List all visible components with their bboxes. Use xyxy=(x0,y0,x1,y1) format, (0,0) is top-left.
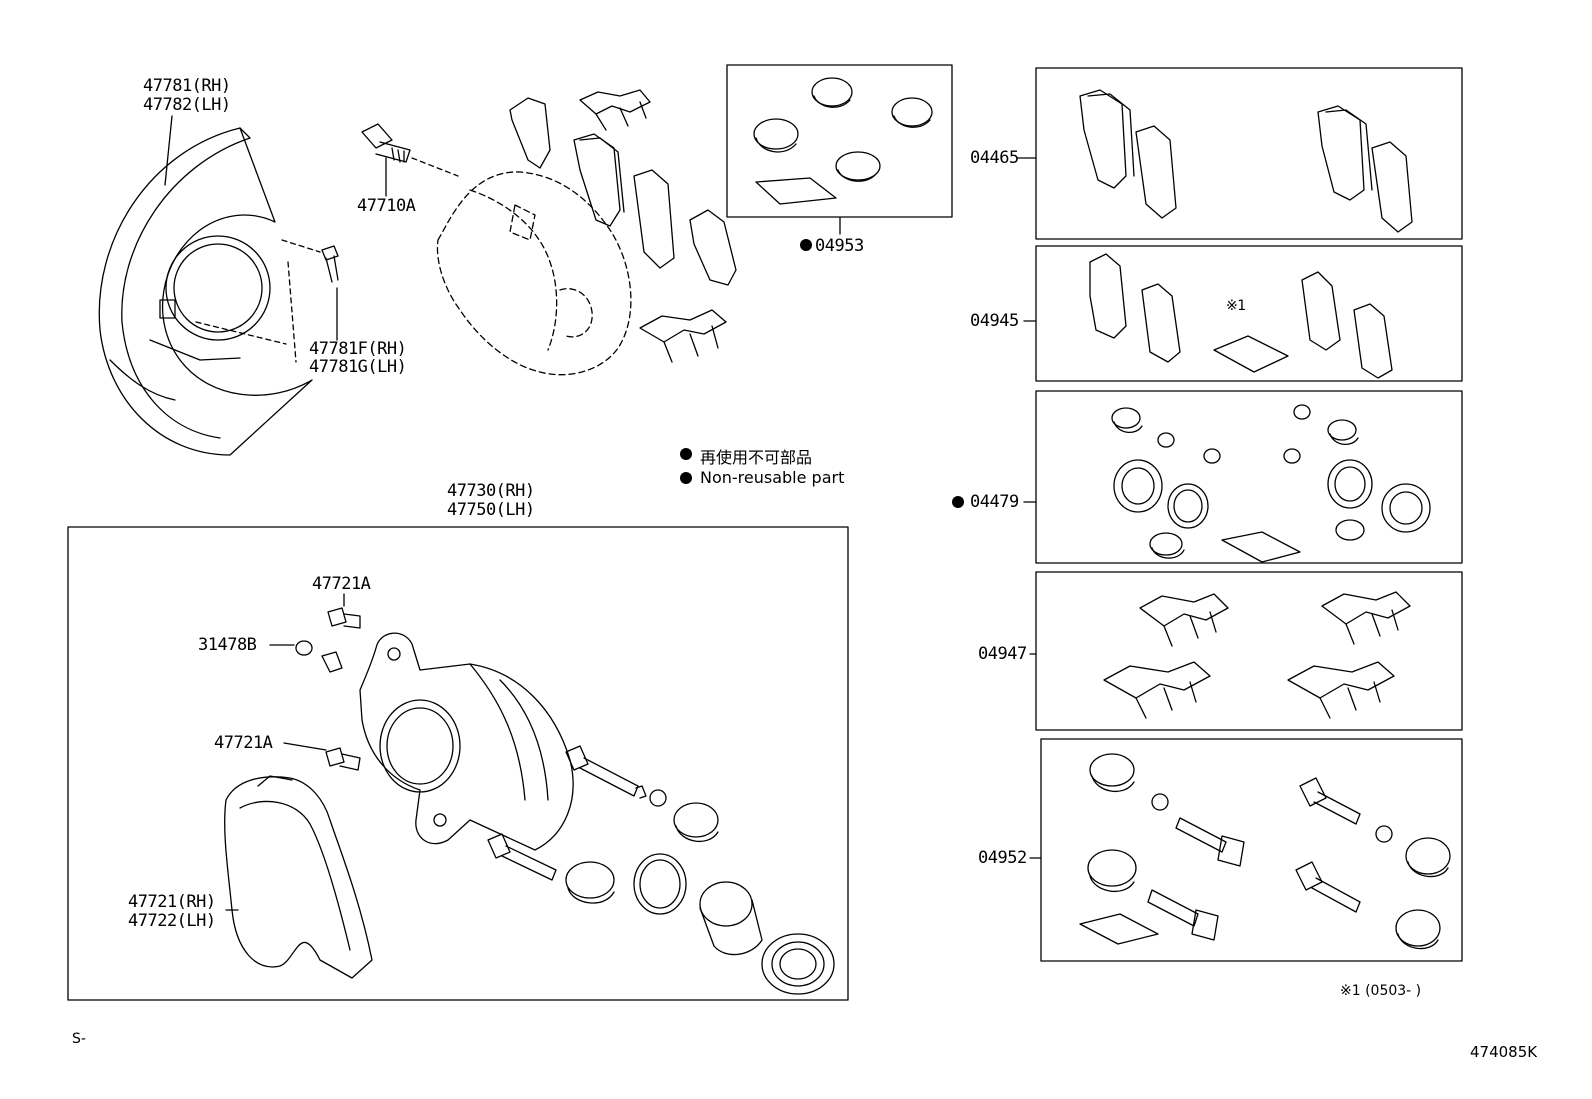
label-47721a-mid: 47721A xyxy=(214,733,273,753)
label-47721a-top: 47721A xyxy=(312,574,371,594)
label-47721-rh: 47721(RH) xyxy=(128,892,216,912)
plug-31478b xyxy=(295,640,343,673)
slide-pin-upper xyxy=(565,745,647,799)
label-31478b: 31478B xyxy=(198,635,257,655)
kit-04945-parts xyxy=(1089,253,1393,379)
legend-bullet-en xyxy=(680,472,692,484)
bolt-47721a-mid xyxy=(325,747,361,771)
caliper-body xyxy=(359,632,574,851)
caliper-bolt xyxy=(361,123,411,163)
label-04953: 04953 xyxy=(815,236,864,256)
brake-pads-top xyxy=(509,97,737,286)
label-04465: 04465 xyxy=(970,148,1019,168)
frame-kit-04465 xyxy=(1035,67,1463,240)
label-47730-rh: 47730(RH) xyxy=(447,481,535,501)
legend-japanese: 再使用不可部品 xyxy=(700,448,813,467)
frame-kit-04479 xyxy=(1035,390,1463,564)
dust-cover-shield xyxy=(98,127,313,456)
kit-04465-parts xyxy=(1079,89,1413,233)
slide-pin-lower xyxy=(487,833,557,881)
kit-04947-parts xyxy=(1103,591,1411,719)
shield-bolt xyxy=(321,245,339,283)
bullet-04953 xyxy=(800,239,812,251)
dashed-bolt-guide xyxy=(411,157,459,177)
frame-kit-04947 xyxy=(1035,571,1463,731)
frame-kit-04945 xyxy=(1035,245,1463,382)
label-47782-lh: 47782(LH) xyxy=(143,95,231,115)
label-04952: 04952 xyxy=(978,848,1027,868)
dust-boot-large xyxy=(761,933,835,995)
frame-kit-04953 xyxy=(726,64,953,218)
footnote-date-range: ※1 (0503- ) xyxy=(1340,983,1422,999)
kit-04952-parts xyxy=(1079,753,1451,950)
label-47781g-lh: 47781G(LH) xyxy=(309,357,407,377)
piston-seal xyxy=(633,853,687,915)
asterisk-1-marker: ※1 xyxy=(1226,298,1246,314)
label-04945: 04945 xyxy=(970,311,1019,331)
label-47781f-rh: 47781F(RH) xyxy=(309,339,407,359)
clip-bottom xyxy=(639,309,727,363)
clip-top xyxy=(579,89,651,131)
figure-code: 474085K xyxy=(1470,1043,1538,1061)
kit-04479-parts xyxy=(1111,404,1431,563)
leader-47721a-mid xyxy=(283,742,327,751)
frame-caliper-assembly xyxy=(67,526,849,1001)
caliper-phantom xyxy=(436,171,632,376)
bullet-04479 xyxy=(952,496,964,508)
corner-mark: S- xyxy=(72,1031,86,1047)
label-47722-lh: 47722(LH) xyxy=(128,911,216,931)
bolt-47721a-top xyxy=(327,607,361,629)
boots-caliper xyxy=(565,789,719,904)
piston xyxy=(699,881,763,956)
legend-bullet-jp xyxy=(680,448,692,460)
label-04947: 04947 xyxy=(978,644,1027,664)
frame-kit-04952 xyxy=(1040,738,1463,962)
label-47781-rh: 47781(RH) xyxy=(143,76,231,96)
mounting-bracket xyxy=(224,775,373,979)
label-47750-lh: 47750(LH) xyxy=(447,500,535,520)
label-47710a: 47710A xyxy=(357,196,416,216)
leader-shield xyxy=(164,115,173,186)
label-04479: 04479 xyxy=(970,492,1019,512)
dashed-shield-guide xyxy=(195,239,321,363)
legend-english: Non-reusable part xyxy=(700,468,845,487)
kit-04953-parts xyxy=(753,77,933,205)
